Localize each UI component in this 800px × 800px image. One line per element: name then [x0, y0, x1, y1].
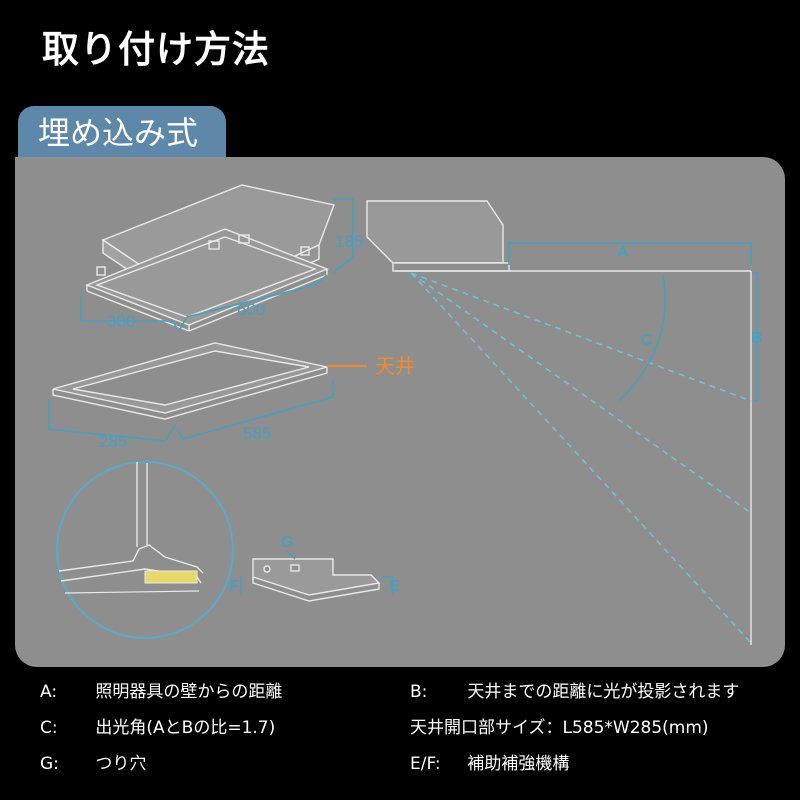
legend-b-key: B:	[410, 682, 428, 702]
label-c: C	[641, 332, 653, 349]
legend-g-text: つり穴	[95, 754, 147, 774]
legend-c: C: 出光角(AとBの比=1.7)	[40, 718, 275, 738]
detail-circle	[56, 461, 234, 639]
legend-g-key: G:	[40, 754, 59, 774]
height-dimension	[332, 198, 354, 274]
bracket-dimensions	[240, 550, 394, 597]
label-a: A	[617, 244, 629, 261]
label-b: B	[751, 330, 763, 347]
angle-c-arc	[618, 274, 666, 402]
ceiling-label: 天井	[375, 355, 415, 378]
length-dim-label: 600	[237, 300, 265, 319]
legend-b: B: 天井までの距離に光が投影されます	[410, 682, 739, 702]
legend-ef-key: E/F:	[410, 754, 441, 774]
width-dim-label: 300	[107, 312, 135, 331]
label-e: E	[389, 578, 400, 595]
ceiling-wall-lines	[395, 270, 752, 645]
installation-diagram: 185 300 600 天井 285 585	[48, 184, 763, 645]
ceiling-opening-frame	[52, 342, 328, 420]
legend-b-text: 天井までの距離に光が投影されます	[467, 682, 740, 702]
opening-length-label: 585	[243, 424, 271, 443]
bracket-part	[252, 558, 381, 602]
legend-opening: 天井開口部サイズ：L585*W285(mm)	[410, 718, 709, 738]
label-g: G	[281, 534, 293, 551]
legend-a-text: 照明器具の壁からの距離	[95, 682, 283, 702]
width-length-dimension	[80, 274, 328, 332]
legend-a-key: A:	[40, 682, 58, 702]
wall-fixture	[366, 200, 510, 272]
mount-type-tab: 埋め込み式	[18, 106, 226, 162]
page-title: 取り付け方法	[42, 28, 270, 71]
diagram-panel: 185 300 600 天井 285 585	[15, 157, 785, 667]
legend-opening-text: 天井開口部サイズ：L585*W285(mm)	[410, 718, 709, 738]
mount-type-label: 埋め込み式	[38, 114, 199, 152]
dimension-b	[753, 272, 758, 402]
label-f: F	[229, 578, 239, 595]
opening-dimension	[48, 379, 334, 442]
fixture-drawing	[85, 184, 335, 332]
opening-width-label: 285	[99, 432, 127, 451]
legend-c-text: 出光角(AとBの比=1.7)	[95, 718, 276, 738]
legend-ef: E/F: 補助補強機構	[410, 754, 569, 774]
dimension-a	[508, 242, 752, 265]
legend-a: A: 照明器具の壁からの距離	[40, 682, 282, 702]
legend-ef-text: 補助補強機構	[467, 754, 570, 774]
legend-c-key: C:	[40, 718, 58, 738]
light-beams	[410, 272, 752, 644]
legend-g: G: つり穴	[40, 754, 146, 774]
height-dim-label: 185	[335, 232, 363, 251]
